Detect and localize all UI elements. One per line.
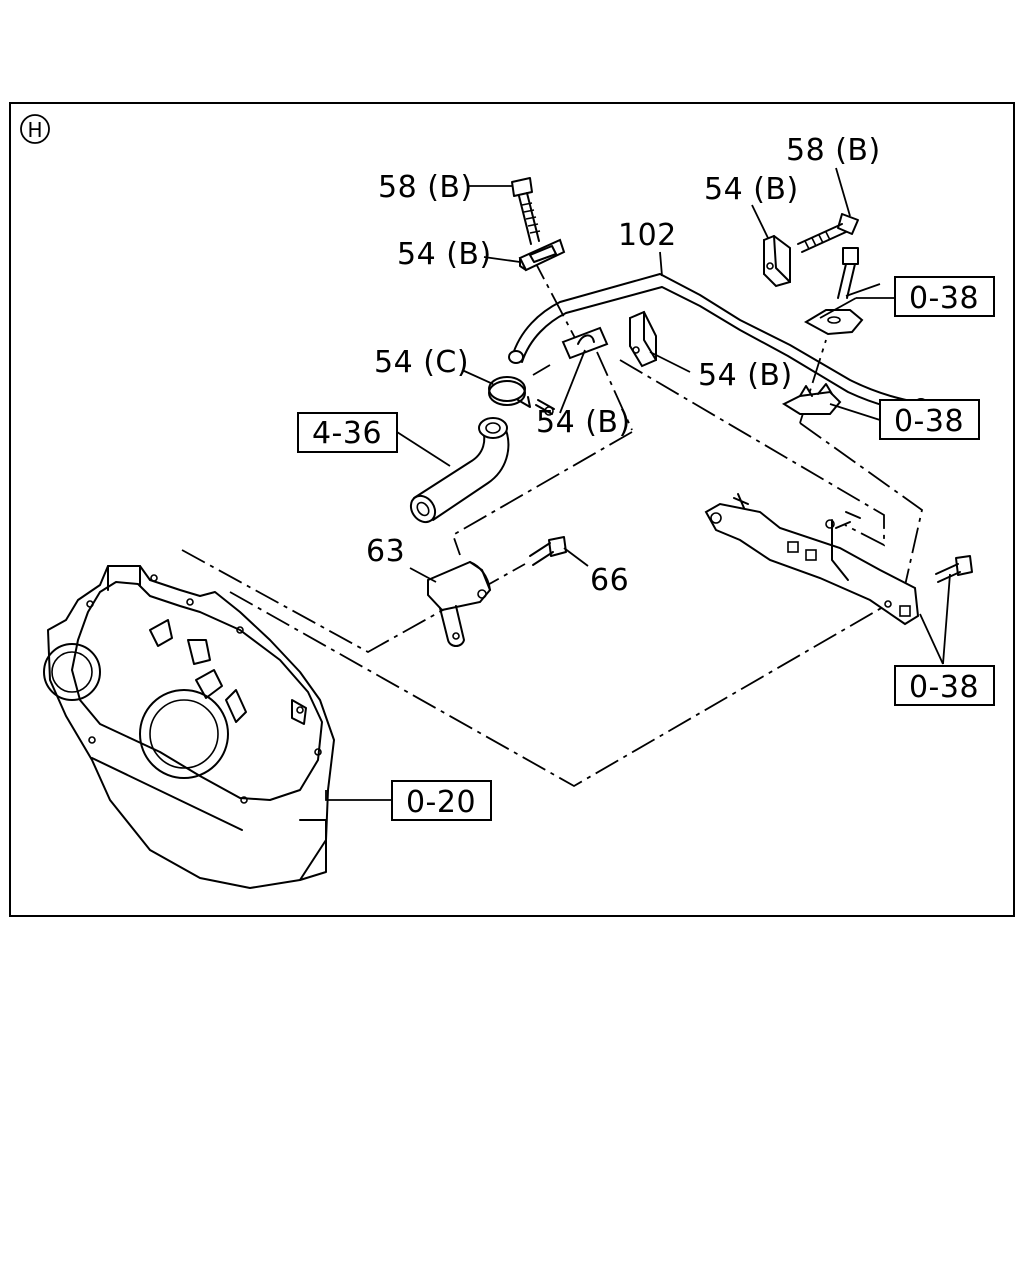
callout-102: 102: [618, 218, 677, 253]
reference-box-0-38-top[interactable]: 0-38: [894, 276, 995, 317]
pipe-clamp-54b-middle-right: [629, 310, 657, 368]
reference-box-0-38-middle[interactable]: 0-38: [879, 399, 980, 440]
bolt-66: [529, 536, 567, 566]
callout-leader-lines: [325, 167, 951, 801]
callout-63: 63: [366, 534, 405, 569]
hose: [409, 417, 510, 524]
diagram-frame: [9, 102, 1015, 917]
reference-label-0-38-top: 0-38: [909, 281, 979, 316]
reference-label-0-20: 0-20: [406, 785, 476, 820]
bracket-ref-0-38-top: [803, 309, 864, 336]
callout-58b-left: 58 (B): [378, 170, 473, 205]
reference-box-0-20[interactable]: 0-20: [391, 780, 492, 821]
flywheel-housing: [43, 565, 335, 889]
callout-54b-upper-left: 54 (B): [397, 237, 492, 272]
callout-54b-upper-right: 54 (B): [704, 172, 799, 207]
callout-58b-right: 58 (B): [786, 133, 881, 168]
bolt-ref-0-38-top: [837, 247, 859, 299]
reference-box-0-38-bottom[interactable]: 0-38: [894, 665, 995, 706]
pipe-clamp-54b-upper-right: [763, 234, 791, 288]
bolt-58b-right: [797, 213, 859, 253]
section-marker: H: [20, 114, 50, 144]
callout-54b-middle-right: 54 (B): [698, 358, 793, 393]
reference-label-0-38-middle: 0-38: [894, 404, 964, 439]
hose-clamp-54c: [488, 376, 555, 416]
callout-66: 66: [590, 563, 629, 598]
reference-label-0-38-bottom: 0-38: [909, 670, 979, 705]
reference-box-4-36[interactable]: 4-36: [297, 412, 398, 453]
bracket-63: [427, 560, 492, 647]
section-marker-letter: H: [27, 118, 42, 142]
pipe-clamp-54b-lower: [561, 326, 609, 360]
bolt-58b-left: [511, 177, 541, 245]
bracket-ref-0-38-middle: [781, 383, 842, 415]
callout-54b-lower: 54 (B): [536, 405, 631, 440]
callout-labels: 58 (B) 54 (B) 102 54 (B) 58 (B) 54 (C) 5…: [366, 133, 881, 598]
support-bracket: [704, 493, 920, 626]
pipe-clamp-54b-upper-left: [518, 238, 566, 272]
callout-54c: 54 (C): [374, 345, 469, 380]
reference-label-4-36: 4-36: [312, 416, 382, 451]
bolt-ref-0-38-bottom: [935, 555, 973, 583]
